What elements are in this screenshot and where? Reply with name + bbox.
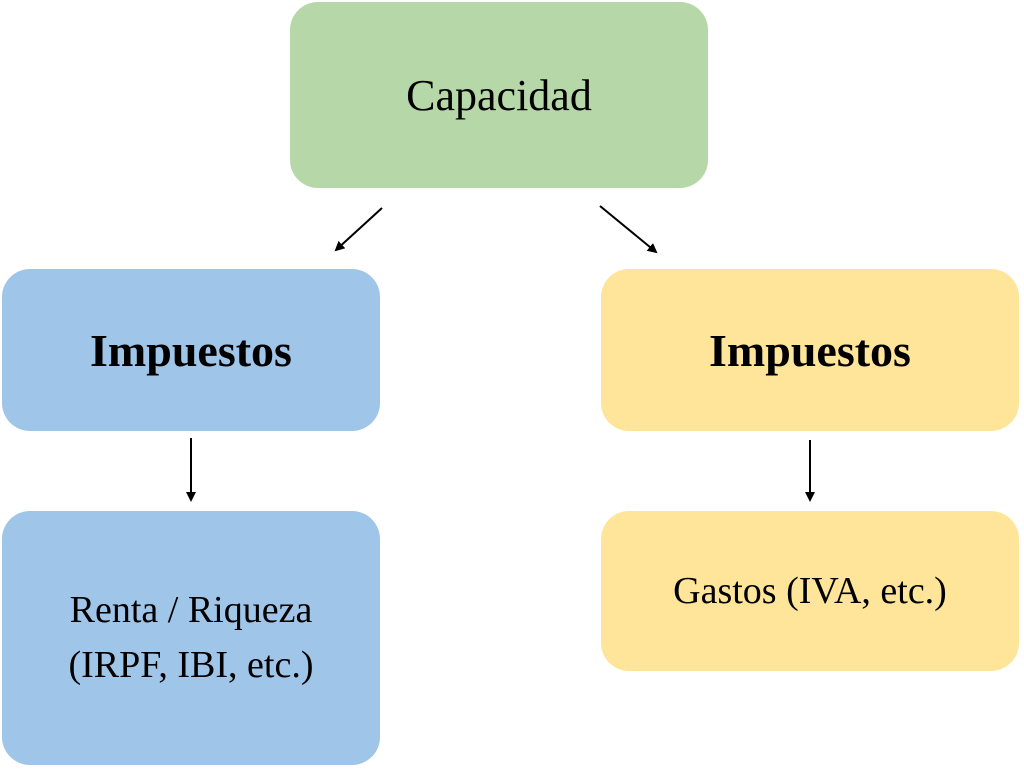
node-impuestos-right: Impuestos bbox=[601, 269, 1019, 431]
node-capacidad: Capacidad bbox=[290, 2, 708, 188]
node-label: Gastos (IVA, etc.) bbox=[673, 570, 947, 612]
node-gastos: Gastos (IVA, etc.) bbox=[601, 511, 1019, 671]
node-label: Impuestos bbox=[709, 324, 911, 376]
node-label-line2: (IRPF, IBI, etc.) bbox=[68, 644, 314, 686]
node-label: Capacidad bbox=[406, 70, 592, 120]
node-renta-riqueza: Renta / Riqueza (IRPF, IBI, etc.) bbox=[2, 511, 380, 765]
arrow-root-left bbox=[334, 207, 383, 252]
arrow-root-right bbox=[599, 205, 658, 254]
node-label-line1: Renta / Riqueza bbox=[69, 588, 313, 631]
node-label: Impuestos bbox=[90, 324, 292, 376]
node-impuestos-left: Impuestos bbox=[2, 269, 380, 431]
